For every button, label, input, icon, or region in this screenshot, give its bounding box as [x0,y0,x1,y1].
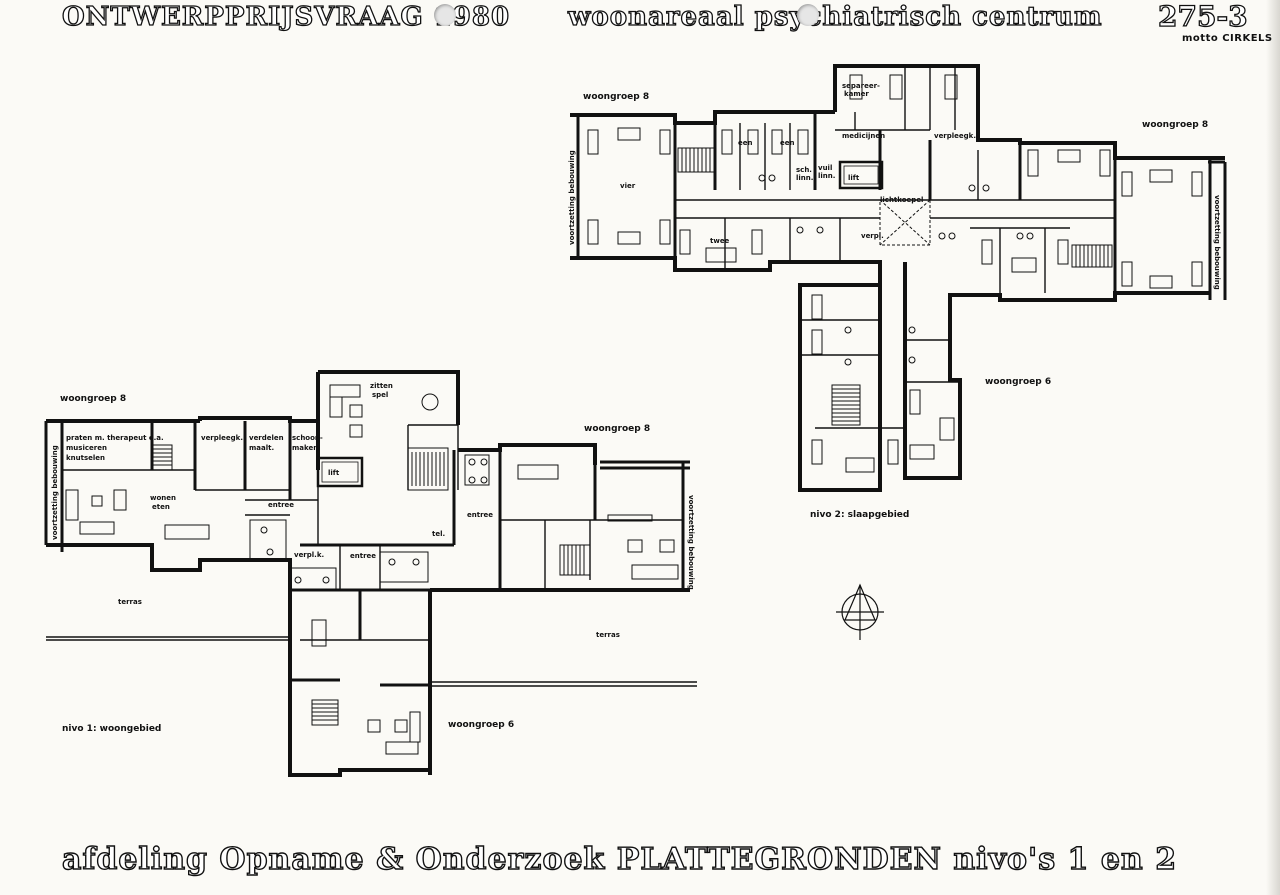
l2-continuation-west-label: voortzetting bebouwing [568,150,576,245]
l1-clean-label-b: maken [292,444,318,452]
l1-crafts-label: knutselen [66,454,105,462]
l1-woongroep8-west-label: woongroep 8 [60,394,126,404]
l2-dirty-linen-label-b: linn. [818,172,835,180]
l1-tel-label: tel. [432,530,445,538]
l1-nurse-label: verpleegk. [201,434,243,442]
l1-entrance-east-label: entree [467,511,493,519]
l2-lightwell-label: lichtkoepel [880,196,923,204]
l2-double-room-label: twee [710,237,730,245]
l2-caption: nivo 2: slaapgebied [810,510,909,520]
l1-woongroep8-east-label: woongroep 8 [584,424,650,434]
subject-title: woonareaal psychiatrisch centrum [567,1,1103,32]
level2-plan: woongroep 8 woongroep 8 woongroep 6 sepa… [568,64,1227,520]
l1-music-label: musiceren [66,444,107,452]
entry-number: 275-3 [1157,0,1248,34]
l1-nursing-k-label: verpl.k. [294,551,324,559]
l1-continuation-west-label: voortzetting bebouwing [51,445,59,540]
sheet-edge-shadow [1266,0,1280,895]
l2-clean-linen-label-b: linn. [796,174,813,182]
l1-play-label: spel [372,391,388,399]
l1-clean-label-a: schoon- [292,434,323,442]
l2-woongroep8-west-label: woongroep 8 [583,92,649,102]
l1-terrace-east-label: terras [596,631,620,639]
l1-entrance-west-label: entree [268,501,294,509]
level1-plan: woongroep 8 woongroep 8 woongroep 6 prat… [44,370,697,777]
l1-sit-label: zitten [370,382,393,390]
l2-nursing-label: verpl. [861,232,884,240]
l2-nurse-label: verpleegk. [934,132,976,140]
l2-dirty-linen-label-a: vuil [818,164,832,172]
l1-serve-label-b: maalt. [249,444,274,452]
l1-terrace-west-label: terras [118,598,142,606]
motto-label: motto CIRKELS [1182,33,1273,44]
punch-hole-right [797,4,819,26]
l2-continuation-east-label: voortzetting bebouwing [1213,195,1221,290]
punch-hole-left [434,4,456,26]
l2-single-room-label-b: een [780,139,794,147]
l1-entrance-south-label: entree [350,552,376,560]
l2-seclusion-label-b: kamer [844,90,869,98]
l1-living-label-a: wonen [150,494,176,502]
l1-caption: nivo 1: woongebied [62,724,161,734]
l1-lift-label: lift [328,469,340,477]
l2-seclusion-label-a: separeer- [842,82,880,90]
l2-single-room-label-a: een [738,139,752,147]
l2-woongroep8-east-label: woongroep 8 [1142,120,1208,130]
l1-continuation-east-label: voortzetting bebouwing [687,495,695,590]
l1-serve-label-a: verdelen [249,434,284,442]
l1-therapy-label: praten m. therapeut e.a. [66,434,164,442]
l2-clean-linen-label-a: sch. [796,166,812,174]
l2-lift-label: lift [848,174,860,182]
l1-woongroep6-label: woongroep 6 [448,720,514,730]
l2-four-bed-room-label: vier [620,182,636,190]
sheet-footer-title: afdeling Opname & Onderzoek PLATTEGRONDE… [61,841,1178,877]
l2-woongroep6-label: woongroep 6 [985,377,1051,387]
l2-medicines-label: medicijnen [842,132,885,140]
l1-living-label-b: eten [152,503,170,511]
north-arrow-icon [836,583,884,640]
